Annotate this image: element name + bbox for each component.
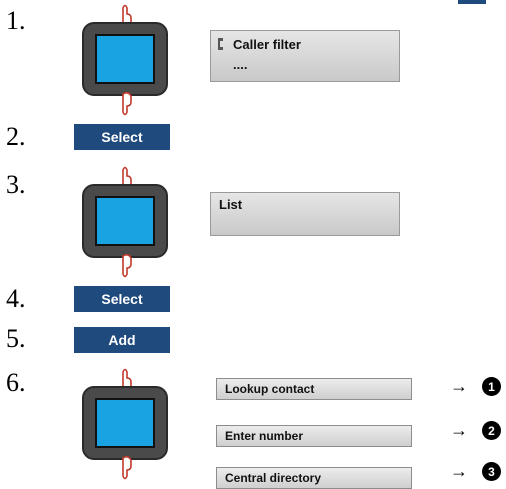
arrow-icon: → (450, 376, 468, 396)
marker-2: 2 (482, 421, 501, 440)
marker-3: 3 (482, 462, 501, 481)
select-button[interactable]: Select (74, 286, 170, 312)
scroll-down-hand-icon (122, 254, 132, 278)
decorative-tab (458, 0, 486, 4)
navigation-key-icon (82, 366, 174, 480)
step-5-number: 5. (6, 324, 26, 353)
display-list: List (210, 192, 400, 236)
navigation-key-icon (82, 2, 174, 116)
step-3-number: 3. (6, 170, 26, 199)
navigation-key-icon (82, 164, 174, 278)
step-6-number: 6. (6, 368, 26, 397)
menu-item-central-directory[interactable]: Central directory (216, 467, 412, 489)
add-button[interactable]: Add (74, 327, 170, 353)
step-2-number: 2. (6, 122, 26, 151)
caller-filter-icon (218, 38, 223, 50)
display-line-2: .... (233, 57, 248, 72)
display-title: List (219, 197, 243, 212)
display-title: Caller filter (233, 37, 301, 52)
scroll-down-hand-icon (122, 456, 132, 480)
arrow-icon: → (450, 461, 468, 481)
menu-item-enter-number[interactable]: Enter number (216, 425, 412, 447)
scroll-down-hand-icon (122, 92, 132, 116)
step-1-number: 1. (6, 6, 26, 35)
menu-item-lookup-contact[interactable]: Lookup contact (216, 378, 412, 400)
arrow-icon: → (450, 420, 468, 440)
select-button[interactable]: Select (74, 124, 170, 150)
marker-1: 1 (482, 377, 501, 396)
display-caller-filter: Caller filter .... (210, 30, 400, 82)
step-4-number: 4. (6, 284, 26, 313)
